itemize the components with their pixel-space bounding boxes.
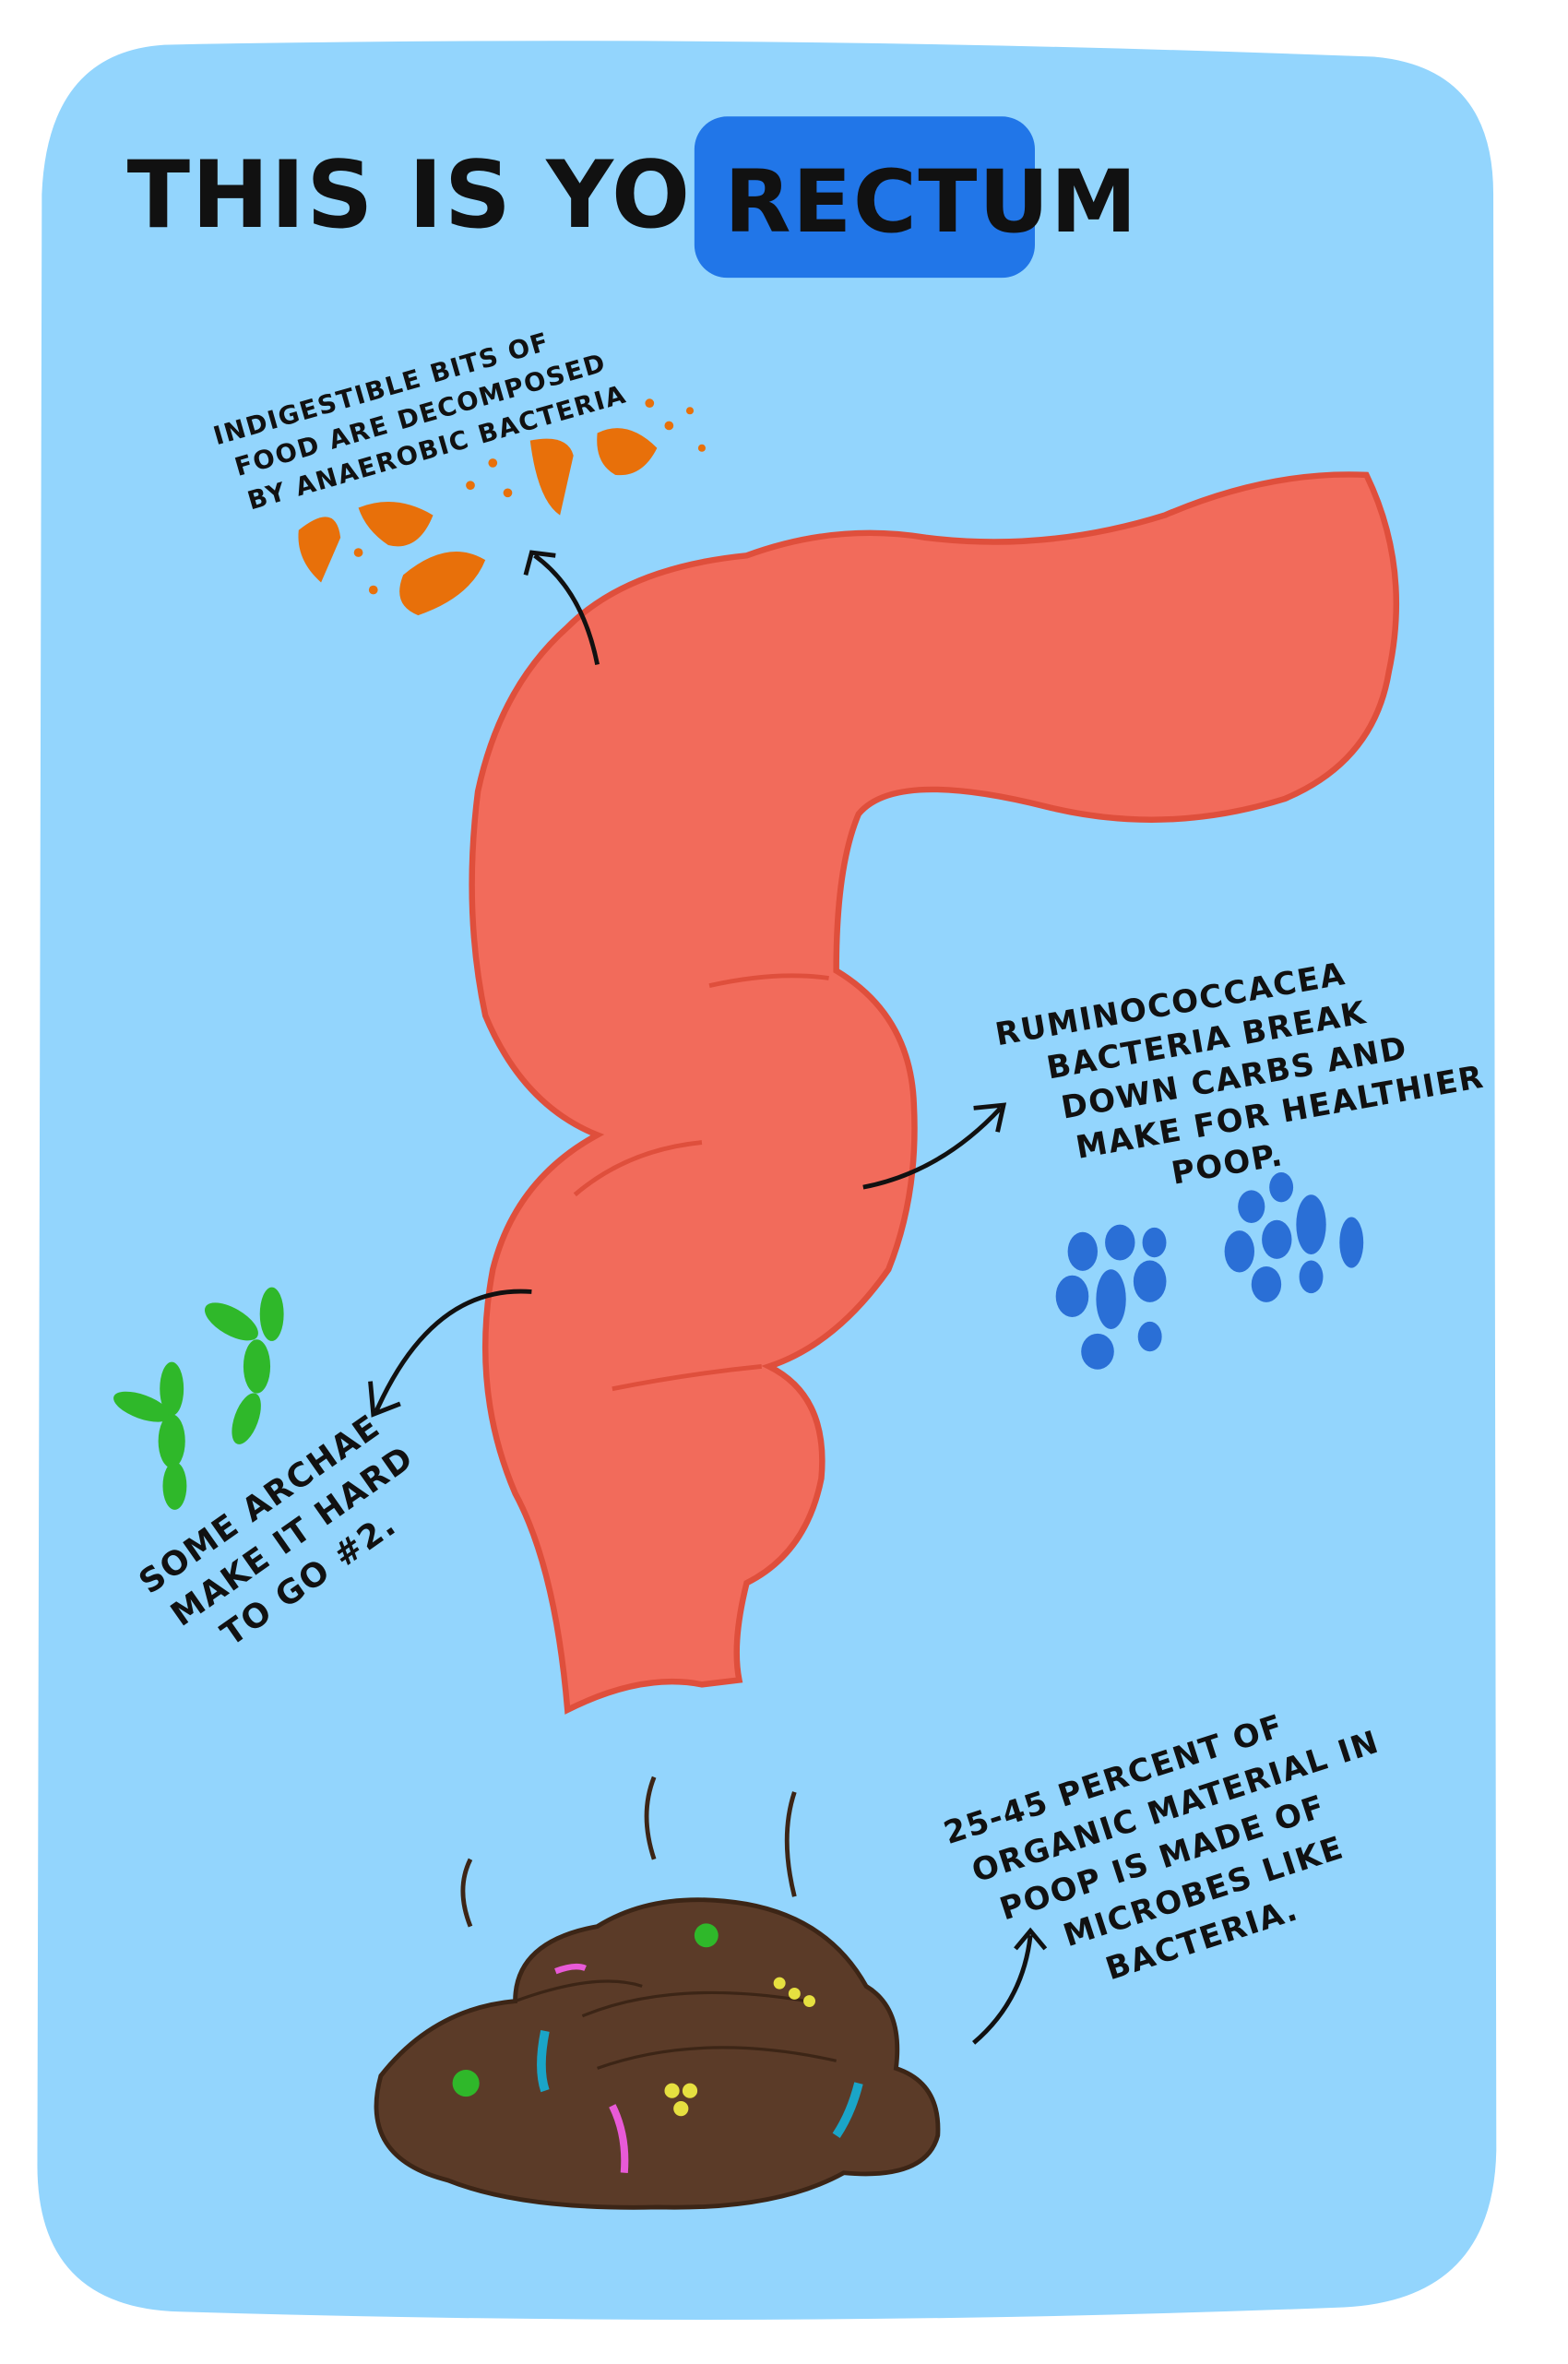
title-highlight: RECTUM bbox=[724, 152, 1138, 253]
rectum-fold bbox=[573, 973, 829, 1392]
food-bits bbox=[298, 398, 706, 616]
annotation-arrows bbox=[368, 550, 1048, 2045]
poop-illustration bbox=[374, 1776, 941, 2210]
title-highlight-box bbox=[694, 116, 1035, 279]
rectum-shape bbox=[469, 471, 1400, 1715]
ruminococcacea-bacteria bbox=[1055, 1171, 1364, 1370]
annotation-ruminococcacea: RUMINOCOCCACEA BACTERIA BREAK DOWN CARBS… bbox=[992, 956, 1487, 1193]
archae-microbes bbox=[113, 1287, 284, 1510]
stink-lines bbox=[460, 1776, 797, 1928]
